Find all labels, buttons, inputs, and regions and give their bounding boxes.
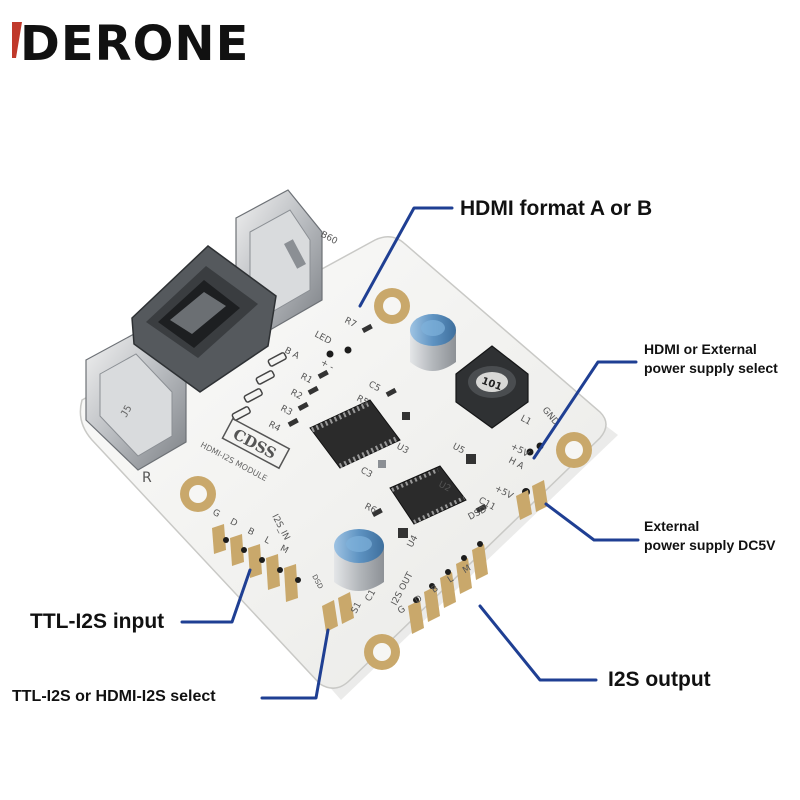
leader-i2s-output (478, 604, 598, 682)
external-power-pads (516, 480, 548, 520)
silk-r: R (142, 470, 152, 486)
callout-power-select-line2: power supply select (644, 360, 778, 376)
callout-power-select: HDMI or External power supply select (644, 340, 778, 378)
inductor: 101 (455, 345, 529, 429)
leader-hdmi-format (358, 206, 454, 308)
ic-u2 (389, 465, 467, 525)
mounting-hole-bottom (364, 634, 400, 670)
silk-r2: R2 (289, 388, 304, 402)
silk-r5: R5 (355, 394, 370, 408)
silk-r7: R7 (343, 316, 358, 330)
select-pads-s1 (322, 592, 354, 632)
silk-s1: S1 (350, 601, 364, 616)
logo-accent-mark (12, 22, 22, 58)
rca-socket-bottom: J5 (85, 333, 187, 471)
leader-external-power (544, 502, 640, 542)
silk-l1: L1 (519, 414, 533, 428)
silk-j5: J5 (119, 404, 135, 420)
header-pins-i2s-out (408, 541, 488, 634)
mounting-hole-top (374, 288, 410, 324)
header-pins-i2s-in (212, 524, 301, 602)
hdmi-connector (131, 245, 277, 393)
callout-hdmi-format: HDMI format A or B (460, 197, 653, 220)
callout-external-power: External power supply DC5V (644, 517, 775, 555)
callout-i2s-output: I2S output (608, 668, 711, 691)
ic-u3 (309, 399, 401, 469)
capacitor-top (410, 314, 456, 371)
silk-r3: R3 (279, 404, 294, 418)
leader-i2s-select (260, 628, 330, 700)
smd-resistors (287, 323, 487, 538)
silk-r1: R1 (299, 372, 314, 386)
leader-power-select (532, 360, 638, 460)
mounting-hole-right (556, 432, 592, 468)
callout-power-select-line1: HDMI or External (644, 341, 757, 357)
brand-logo: DERONE (12, 16, 249, 72)
leader-lines (180, 206, 640, 700)
callout-i2s-select: TTL-I2S or HDMI-I2S select (12, 688, 216, 705)
capacitor-bottom (334, 529, 384, 591)
silk-c5: C5 (367, 380, 382, 394)
callout-ttl-input: TTL-I2S input (30, 610, 165, 633)
callout-external-power-line1: External (644, 518, 700, 534)
silk-c1: C1 (364, 588, 378, 603)
callout-external-power-line2: power supply DC5V (644, 537, 776, 553)
silk-c3: C3 (359, 466, 374, 480)
leader-ttl-input (180, 568, 252, 624)
logo-text: DERONE (20, 16, 249, 72)
led-indicators (231, 352, 287, 421)
mounting-hole-left (180, 476, 216, 512)
